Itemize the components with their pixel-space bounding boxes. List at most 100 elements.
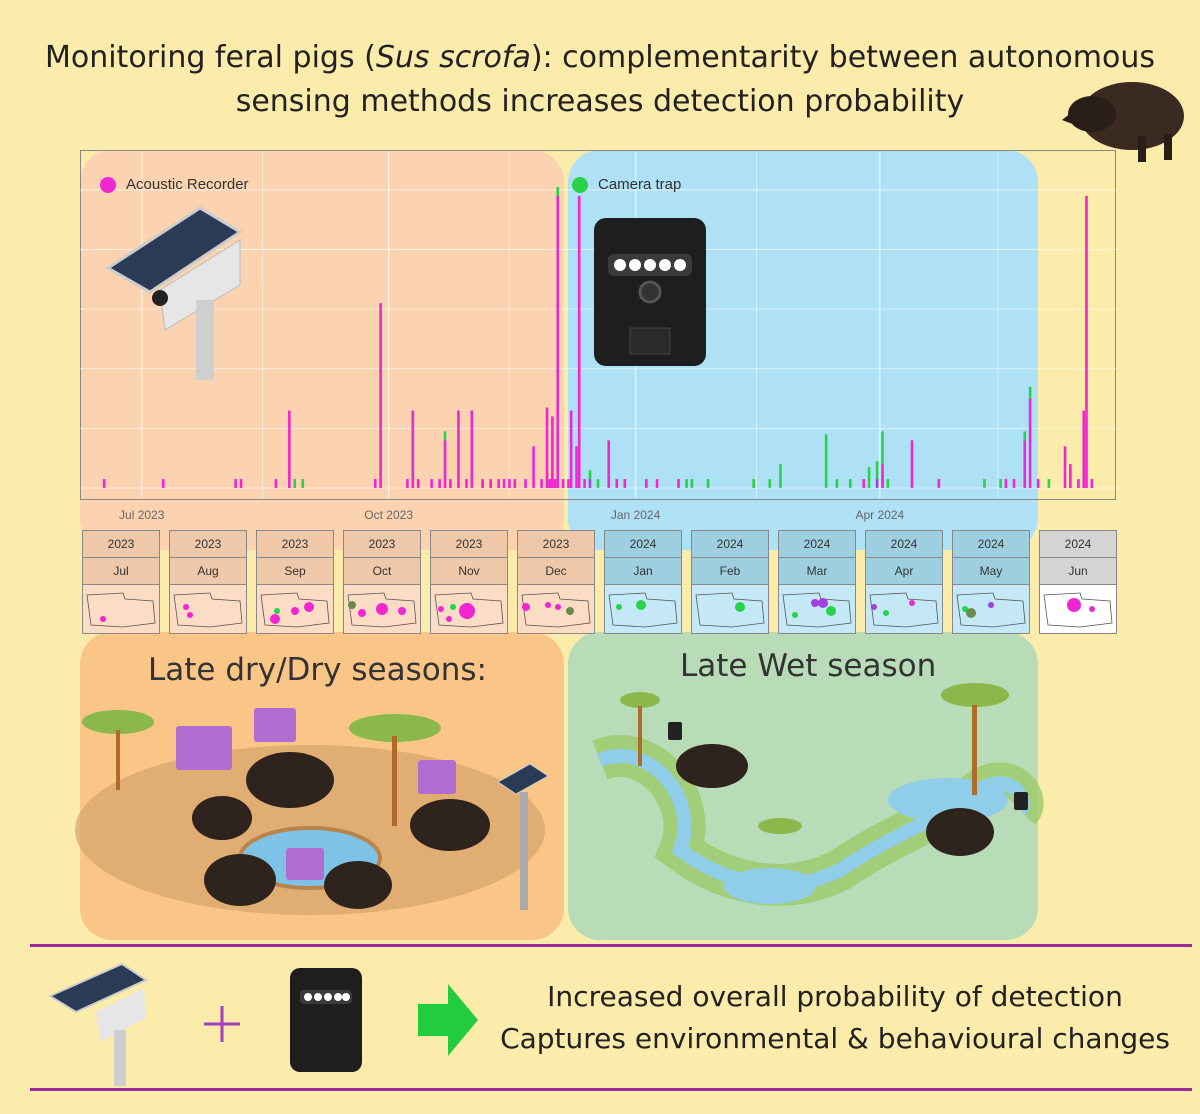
bar-camera — [443, 431, 447, 441]
bar-camera — [886, 479, 890, 488]
bar-acoustic — [577, 195, 581, 488]
bar-acoustic — [910, 440, 914, 488]
detection-point — [545, 602, 551, 608]
detection-point — [522, 603, 530, 611]
bar-acoustic — [1028, 398, 1032, 488]
bar-acoustic — [1036, 479, 1040, 488]
title-post: ): complementarity between autonomous — [530, 40, 1156, 75]
site-boundary — [173, 592, 243, 628]
bar-acoustic — [513, 479, 517, 488]
site-boundary — [1043, 592, 1113, 628]
bar-acoustic — [411, 410, 415, 488]
bar-acoustic — [373, 479, 377, 488]
bar-camera — [685, 479, 688, 488]
site-map — [695, 592, 765, 628]
bar-acoustic — [449, 479, 452, 488]
detection-point — [1089, 606, 1095, 612]
bar-camera — [835, 479, 839, 488]
bar-acoustic — [443, 440, 447, 488]
legend-camera: Camera trap — [572, 176, 681, 193]
month-panel-map — [953, 585, 1029, 635]
bar-acoustic — [875, 479, 879, 488]
month-panel-month: Oct — [344, 558, 420, 585]
month-panel-map — [779, 585, 855, 635]
month-panel-year: 2024 — [1040, 531, 1116, 558]
bar-acoustic — [438, 479, 441, 488]
detection-point — [459, 603, 475, 619]
bar-acoustic — [379, 303, 382, 488]
green-arrow-icon — [418, 984, 478, 1056]
plus-icon — [204, 1006, 240, 1042]
month-panel-map — [170, 585, 246, 635]
bar-acoustic — [545, 407, 549, 488]
site-boundary — [956, 592, 1026, 628]
month-panel-month: Jul — [83, 558, 159, 585]
site-boundary — [521, 592, 591, 628]
bar-acoustic — [102, 479, 106, 488]
bar-acoustic — [1069, 464, 1072, 488]
bar-acoustic — [1085, 195, 1088, 488]
legend-camera-label: Camera trap — [598, 176, 682, 193]
legend-camera-swatch — [572, 176, 588, 193]
bar-camera — [1028, 386, 1032, 399]
detection-point — [100, 616, 106, 622]
detection-point — [735, 602, 745, 612]
month-panel-year: 2023 — [257, 531, 333, 558]
bar-camera — [999, 479, 1002, 488]
month-panel-month: Dec — [518, 558, 594, 585]
month-panel-year: 2023 — [83, 531, 159, 558]
site-boundary — [869, 592, 939, 628]
footer-line-1: Increased overall probability of detecti… — [547, 980, 1123, 1013]
bar-acoustic — [588, 479, 592, 488]
bar-acoustic — [677, 479, 680, 488]
bar-camera — [881, 431, 884, 465]
footer-camera-trap — [290, 968, 362, 1072]
divider-bottom — [30, 1088, 1192, 1091]
bar-camera — [875, 461, 879, 480]
x-tick-label: Apr 2024 — [855, 508, 905, 522]
detection-point — [446, 616, 452, 622]
site-map — [869, 592, 939, 628]
title-pre: Monitoring feral pigs ( — [44, 40, 376, 75]
site-map — [260, 592, 330, 628]
bar-acoustic — [1063, 446, 1067, 488]
bar-camera — [768, 479, 772, 488]
detection-point — [555, 604, 561, 610]
dry-season-title: Late dry/Dry seasons: — [148, 652, 487, 688]
legend-acoustic-swatch — [100, 176, 116, 193]
site-boundary — [347, 592, 417, 628]
bar-acoustic — [288, 410, 291, 488]
bar-acoustic — [430, 479, 433, 488]
site-boundary — [86, 592, 156, 628]
month-panel-month: May — [953, 558, 1029, 585]
month-panel-month: Jun — [1040, 558, 1116, 585]
bar-camera — [848, 479, 852, 488]
site-map — [347, 592, 417, 628]
bar-acoustic — [406, 479, 409, 488]
month-panel-month: Nov — [431, 558, 507, 585]
month-panel-month: Feb — [692, 558, 768, 585]
month-panel-year: 2023 — [344, 531, 420, 558]
month-panel-map — [692, 585, 768, 635]
bar-acoustic — [561, 479, 565, 488]
bar-camera — [706, 479, 710, 488]
bar-acoustic — [465, 479, 468, 488]
bar-acoustic — [161, 479, 165, 488]
bar-acoustic — [508, 479, 511, 488]
title-line-2: sensing methods increases detection prob… — [235, 84, 965, 119]
bar-acoustic — [567, 479, 570, 488]
legend-acoustic-label: Acoustic Recorder — [126, 176, 249, 193]
month-panel-year: 2023 — [170, 531, 246, 558]
month-panel-map — [1040, 585, 1116, 635]
bar-camera — [690, 479, 694, 488]
month-panel-year: 2024 — [866, 531, 942, 558]
bar-acoustic — [274, 479, 278, 488]
month-panel-map — [431, 585, 507, 635]
bar-acoustic — [615, 479, 619, 488]
